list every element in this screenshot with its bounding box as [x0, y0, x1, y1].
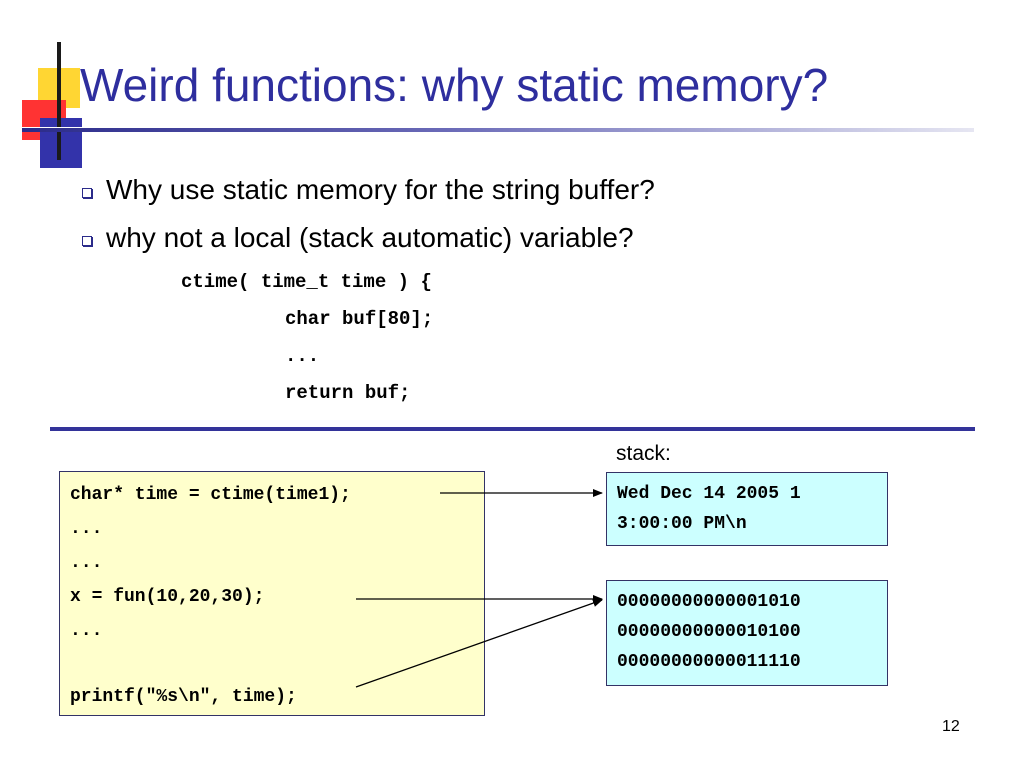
code-line: ...	[70, 621, 103, 641]
stack-text-line: Wed Dec 14 2005 1	[617, 484, 801, 504]
title-underline	[22, 128, 974, 132]
code-line: printf("%s\n", time);	[70, 687, 297, 707]
code-line: return buf;	[285, 382, 411, 404]
code-line: ...	[70, 553, 103, 573]
code-line: ctime( time_t time ) {	[181, 271, 432, 293]
deco-vertical-line	[57, 42, 61, 160]
page-number: 12	[942, 718, 960, 735]
stack-text-line: 00000000000010100	[617, 622, 801, 642]
stack-string-box: Wed Dec 14 2005 1 3:00:00 PM\n	[606, 472, 888, 546]
bullet-text: why not a local (stack automatic) variab…	[106, 222, 634, 253]
stack-text-line: 3:00:00 PM\n	[617, 514, 747, 534]
code-line: char* time = ctime(time1);	[70, 485, 351, 505]
list-item: Why use static memory for the string buf…	[82, 166, 655, 214]
code-line: x = fun(10,20,30);	[70, 587, 265, 607]
caller-code-box: char* time = ctime(time1); ... ... x = f…	[59, 471, 485, 716]
page-title: Weird functions: why static memory?	[80, 59, 829, 111]
square-bullet-icon	[82, 188, 92, 198]
list-item: why not a local (stack automatic) variab…	[82, 214, 655, 262]
bullet-list: Why use static memory for the string buf…	[82, 166, 655, 262]
code-line: ...	[70, 519, 103, 539]
square-bullet-icon	[82, 236, 92, 246]
stack-text-line: 00000000000011110	[617, 652, 801, 672]
stack-label: stack:	[616, 442, 671, 465]
stack-text-line: 00000000000001010	[617, 592, 801, 612]
stack-binary-box: 00000000000001010 00000000000010100 0000…	[606, 580, 888, 686]
bullet-text: Why use static memory for the string buf…	[106, 174, 655, 205]
code-line: ...	[285, 345, 320, 367]
code-line: char buf[80];	[285, 308, 434, 330]
deco-blue-square	[40, 118, 82, 168]
section-divider	[50, 427, 975, 431]
